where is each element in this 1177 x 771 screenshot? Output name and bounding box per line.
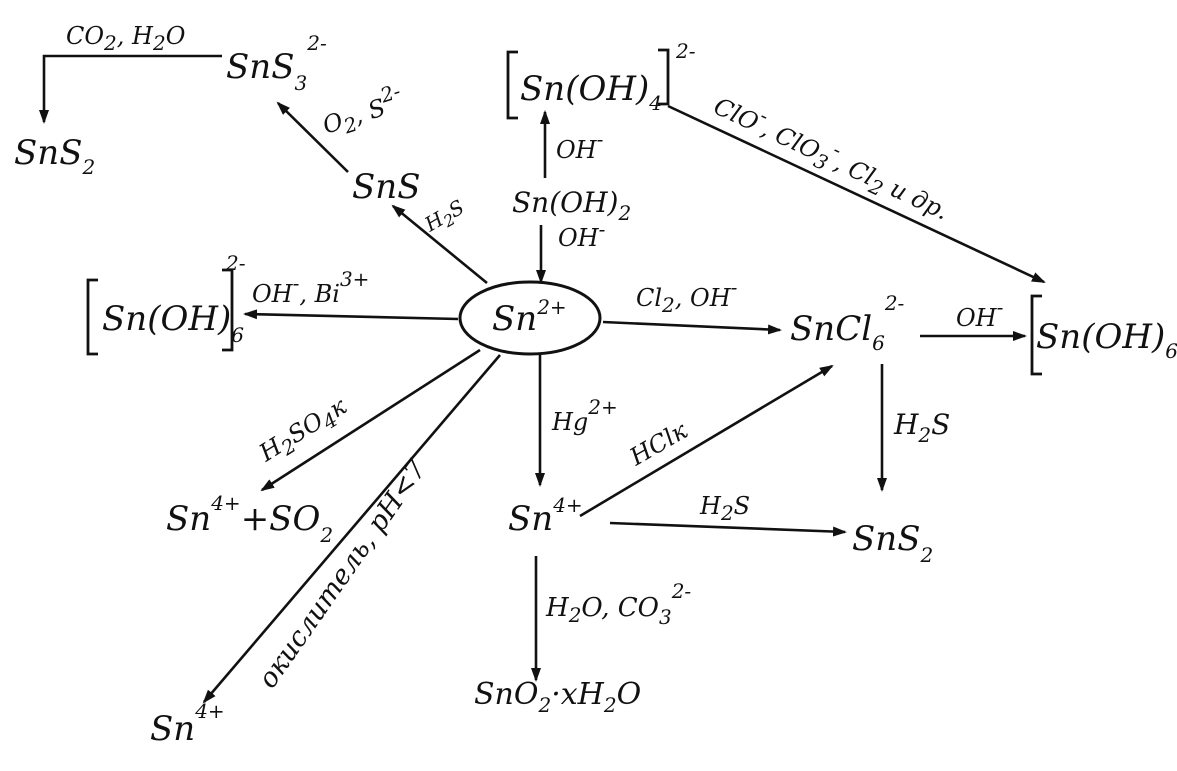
bracket-snoh6-left-close	[222, 268, 234, 352]
label-cl-oxidants: ClO-, ClO3-, Cl2 и др.	[707, 84, 957, 230]
center-ellipse	[458, 280, 602, 356]
node-snoh6-left-charge: 2-	[225, 251, 246, 275]
arrow-sn2-to-sns	[391, 204, 488, 285]
node-sn4-bottom: Sn4+	[150, 699, 225, 749]
label-h2o-co3: H2O, CO32-	[545, 579, 691, 629]
node-sns: SnS	[352, 167, 420, 207]
label-oh-right: OH-	[956, 295, 1004, 332]
bracket-snoh6-right-open	[1030, 294, 1042, 376]
label-oxidant-ph: окислитель, pH<7	[252, 454, 433, 694]
node-snoh6-right: Sn(OH)6	[1036, 317, 1177, 363]
arrow-sn2-to-sncl6	[602, 320, 782, 335]
node-sn2-plus: Sn2+	[492, 295, 567, 339]
arrow-snoh4-to-snoh6	[667, 104, 1046, 284]
node-sns3: SnS32-	[226, 31, 327, 95]
bracket-snoh4-left	[506, 50, 518, 120]
node-snoh4-charge: 2-	[675, 39, 696, 63]
label-hclk: HClк	[624, 416, 693, 472]
bracket-snoh6-left-open	[86, 278, 98, 356]
label-oh-up: OH-	[556, 127, 604, 164]
node-sn4-center: Sn4+	[508, 493, 583, 539]
label-oh-bi: OH-, Bi3+	[252, 267, 369, 308]
arrow-sns-to-sns3	[276, 101, 349, 173]
node-snoh4: Sn(OH)4	[520, 69, 662, 115]
arrow-sn4-to-sns2	[609, 521, 847, 537]
node-snoh2: Sn(OH)2	[512, 186, 631, 225]
label-h2so4k: H2SO4к	[253, 392, 354, 472]
label-h2s-down: H2S	[893, 408, 950, 447]
node-sns2-right: SnS2	[852, 519, 933, 567]
arrow-sn2-to-sn4-so2	[260, 348, 481, 492]
label-co2-h2o: CO2, H2O	[66, 22, 186, 55]
arrow-sn4-to-sncl6	[579, 364, 834, 518]
node-sncl6: SnCl62-	[790, 291, 905, 355]
bracket-snoh4-right	[658, 48, 670, 106]
label-oh-down: OH-	[558, 217, 606, 252]
node-sns2-left: SnS2	[14, 133, 95, 179]
node-sno2-xh2o: SnO2·xH2O	[474, 677, 641, 717]
label-h2s-right: H2S	[699, 492, 750, 525]
arrow-sn2-to-sn4-bottom	[202, 354, 501, 704]
label-hg2: Hg2+	[551, 395, 618, 436]
node-sn4-so2: Sn4++SO2	[166, 491, 333, 547]
arrow-sns3-to-sns2	[39, 54, 222, 124]
label-o2-s2: O2, S2-	[316, 79, 409, 145]
arrow-sn2-to-snoh6-left	[243, 309, 459, 321]
label-cl2-oh: Cl2, OH-	[636, 275, 738, 317]
node-snoh6-left: Sn(OH)6	[102, 299, 244, 347]
